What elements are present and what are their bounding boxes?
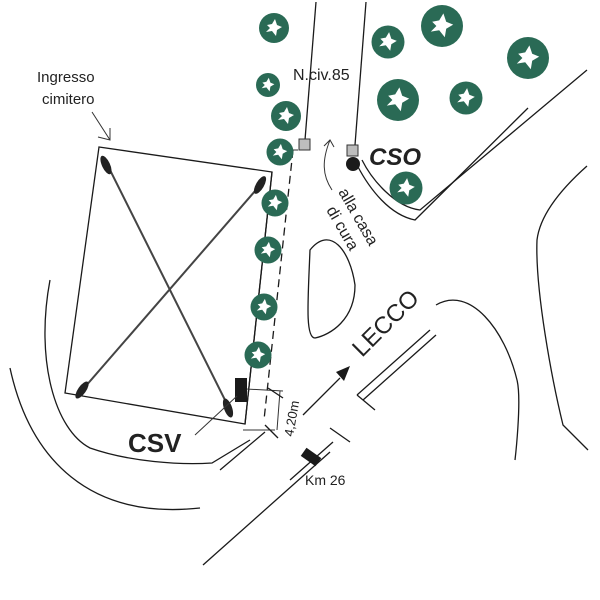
- tree-icon: [250, 293, 278, 321]
- tree-icon: [507, 37, 549, 79]
- tree-icon: [256, 73, 280, 97]
- marker-square-icon: [346, 144, 359, 157]
- main-road-edge: [202, 451, 331, 566]
- civic-number-label: N.civ.85: [293, 67, 350, 84]
- marker-square-icon: [298, 138, 311, 151]
- road-curve-far-right: [536, 165, 589, 451]
- tree-icon: [371, 25, 405, 59]
- casa-arrow: [323, 139, 333, 191]
- ingresso-label-2: cimitero: [42, 91, 95, 108]
- grave-line-2: [77, 182, 263, 396]
- tree-icon: [421, 5, 463, 48]
- tree-icon: [271, 101, 301, 131]
- tree-icon: [266, 138, 294, 166]
- km-marker-icon: [300, 447, 322, 467]
- cso-point-icon: [346, 157, 360, 171]
- cso-label: CSO: [369, 144, 421, 171]
- road-curve-outer: [9, 367, 201, 511]
- tree-icon: [254, 236, 282, 264]
- grave-line-1: [105, 161, 231, 411]
- grave-marker: [253, 176, 267, 194]
- tree-icon: [377, 79, 419, 121]
- km-label: Km 26: [305, 472, 346, 488]
- traffic-island: [307, 239, 356, 339]
- main-road-edge: [219, 431, 266, 471]
- tree-icon: [261, 189, 289, 217]
- grave-marker: [100, 155, 112, 175]
- arrow-icon: [302, 377, 341, 416]
- road-curve-inner: [44, 279, 251, 465]
- csv-label: CSV: [128, 428, 182, 458]
- distance-label: 4,20m: [281, 399, 302, 437]
- road-curve-right: [435, 299, 520, 461]
- grave-marker: [75, 381, 89, 399]
- grave-marker: [222, 398, 234, 418]
- tree-icon: [259, 13, 289, 43]
- lecco-label: LECCO: [347, 285, 425, 363]
- tree-icon: [244, 341, 272, 369]
- csv-point-icon: [235, 378, 247, 402]
- ingresso-label-1: Ingresso: [37, 69, 95, 86]
- tree-icon: [449, 81, 483, 115]
- dashed-boundary: [263, 149, 294, 421]
- tree-icon: [389, 171, 423, 205]
- ingresso-pointer: [91, 111, 111, 141]
- cso-road: [356, 107, 529, 221]
